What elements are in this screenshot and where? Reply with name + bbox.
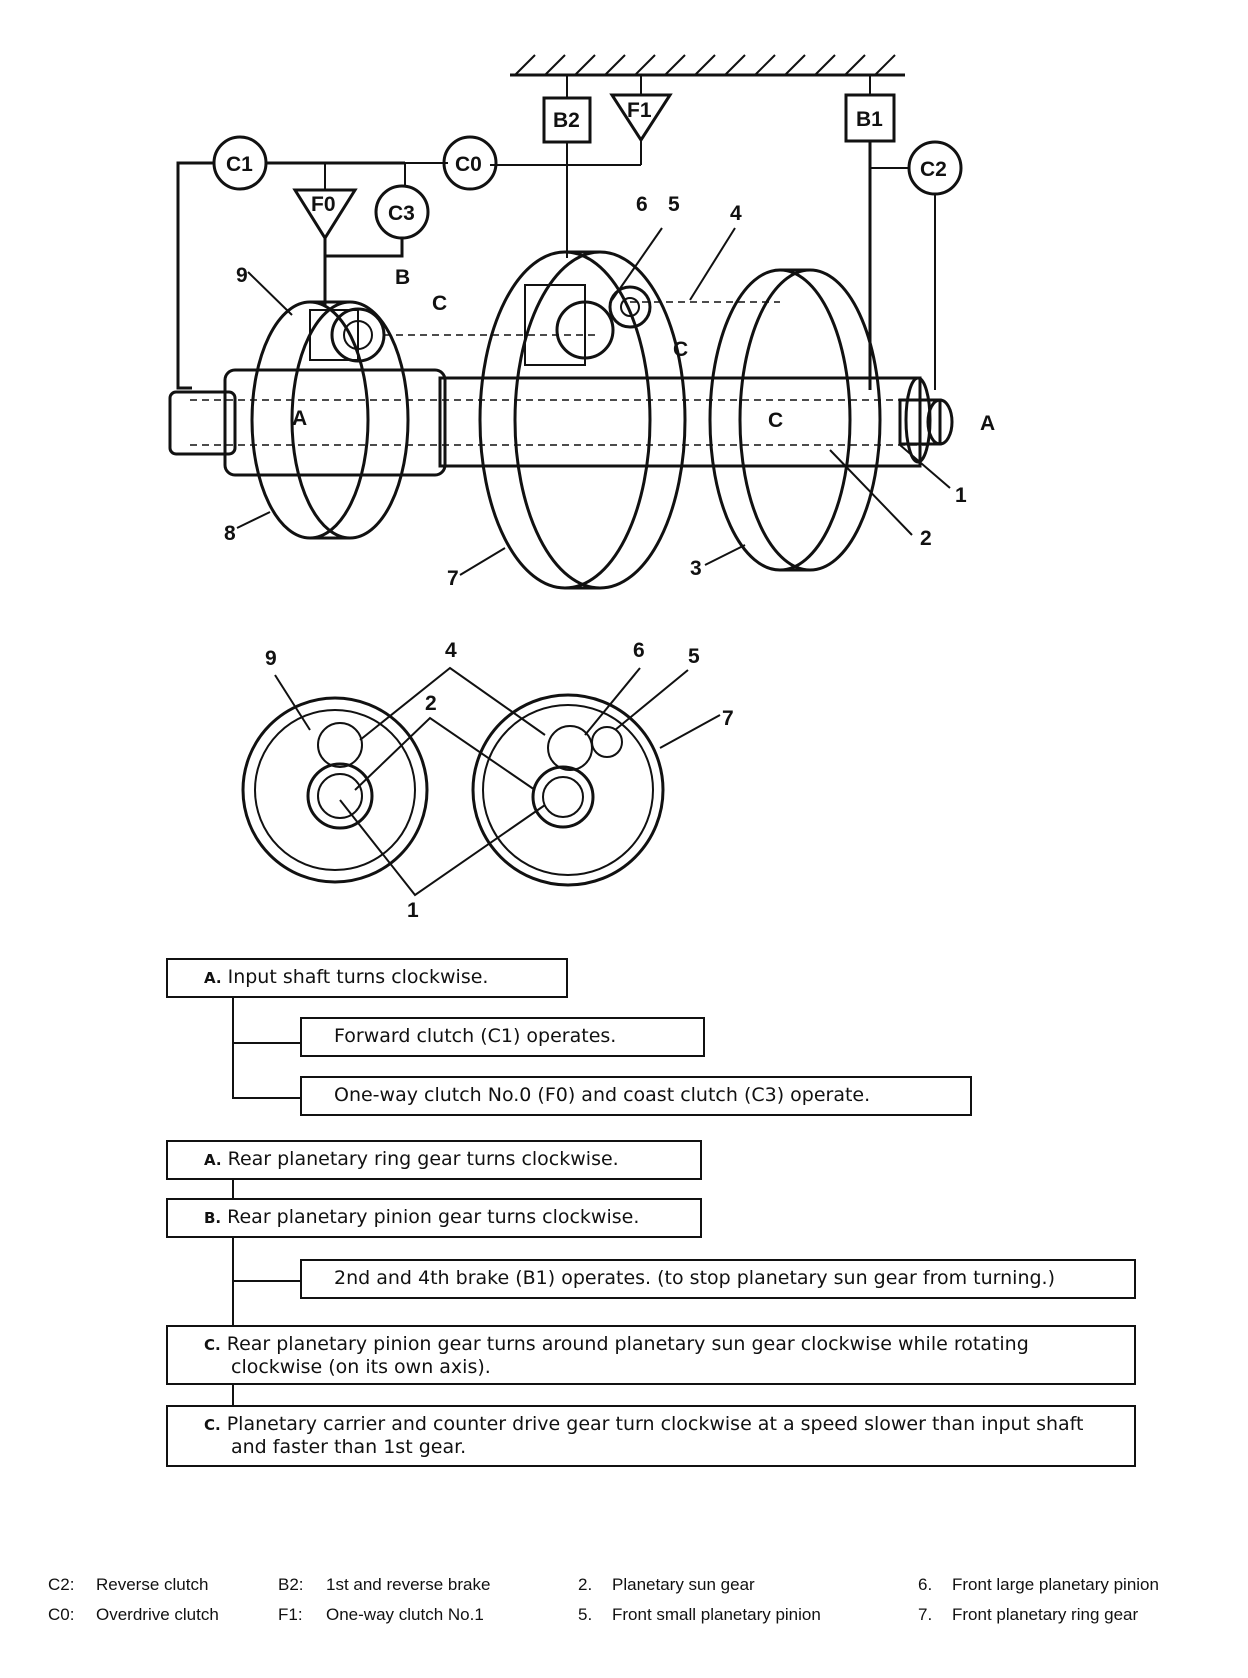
- legend-label: Front small planetary pinion: [612, 1605, 821, 1624]
- callout-end-6: 6: [633, 639, 645, 662]
- flow-connector-2: [232, 1180, 234, 1200]
- b1-label: B1: [856, 108, 883, 131]
- callout-1: 1: [955, 484, 967, 507]
- legend-code: 7.: [918, 1605, 933, 1624]
- legend-code: 6.: [918, 1575, 933, 1594]
- legend-item: 5. Front small planetary pinion: [578, 1605, 821, 1635]
- c2-label: C2: [920, 158, 947, 181]
- callout-c-front: C: [673, 338, 688, 361]
- front-small-pinion: [608, 285, 652, 329]
- legend-label: Planetary sun gear: [612, 1575, 755, 1594]
- flow-step-brake-b1: 2nd and 4th brake (B1) operates. (to sto…: [300, 1259, 1136, 1299]
- callout-b: B: [395, 266, 410, 289]
- c3-label: C3: [388, 202, 415, 225]
- callout-4: 4: [730, 202, 742, 225]
- flow-step-text: Forward clutch (C1) operates.: [334, 1025, 617, 1047]
- legend-code: B2:: [278, 1575, 304, 1594]
- legend-code: C2:: [48, 1575, 75, 1594]
- flow-connector-3: [232, 1238, 234, 1328]
- flow-branch-3: [232, 1280, 300, 1282]
- flow-connector-1: [232, 998, 234, 1098]
- flow-step-rear-pinion: B. Rear planetary pinion gear turns clock…: [166, 1198, 702, 1238]
- flow-branch-1: [232, 1042, 300, 1044]
- legend-item: B2: 1st and reverse brake: [278, 1575, 490, 1605]
- f0-label: F0: [311, 193, 336, 216]
- flow-step-text: Rear planetary pinion gear turns around …: [226, 1333, 1029, 1378]
- callout-end-7: 7: [722, 707, 734, 730]
- callout-c-rear: C: [432, 292, 447, 315]
- flow-branch-2: [232, 1097, 300, 1099]
- flow-step-key: A.: [204, 1151, 222, 1169]
- legend-code: C0:: [48, 1605, 75, 1624]
- flow-step-key: A.: [204, 969, 222, 987]
- legend-label: Front large planetary pinion: [952, 1575, 1159, 1594]
- legend-label: Reverse clutch: [96, 1575, 209, 1594]
- counter-drive-disc: [708, 268, 882, 572]
- legend-label: Front planetary ring gear: [952, 1605, 1139, 1624]
- end-view-rear: [241, 696, 429, 884]
- callout-5: 5: [668, 193, 680, 216]
- rear-ring-gear: [250, 300, 410, 540]
- flow-step-forward-clutch: Forward clutch (C1) operates.: [300, 1017, 705, 1057]
- callout-a-input: A: [980, 412, 995, 435]
- callout-end-9: 9: [265, 647, 277, 670]
- ground-hatch: [510, 54, 905, 77]
- legend-code: 5.: [578, 1605, 593, 1624]
- flow-connector-4: [232, 1385, 234, 1407]
- flow-step-text: 2nd and 4th brake (B1) operates. (to sto…: [334, 1267, 1056, 1289]
- callout-a-rear: A: [292, 407, 307, 430]
- legend-code: 2.: [578, 1575, 593, 1594]
- flow-step-text: Input shaft turns clockwise.: [227, 966, 489, 988]
- flow-step-pinion-around-sun: C. Rear planetary pinion gear turns aroun…: [166, 1325, 1136, 1385]
- end-view-front: [471, 693, 665, 887]
- legend-code: F1:: [278, 1605, 303, 1624]
- c0-label: C0: [455, 153, 482, 176]
- flow-step-one-way-clutch: One-way clutch No.0 (F0) and coast clutc…: [300, 1076, 972, 1116]
- legend-label: Overdrive clutch: [96, 1605, 219, 1624]
- flow-step-carrier-output: C. Planetary carrier and counter drive ge…: [166, 1405, 1136, 1467]
- callout-3: 3: [690, 557, 702, 580]
- legend-item: C0: Overdrive clutch: [48, 1605, 219, 1635]
- f1-label: F1: [627, 99, 652, 122]
- flow-step-input-shaft: A. Input shaft turns clockwise.: [166, 958, 568, 998]
- flow-step-text: Rear planetary ring gear turns clockwise…: [227, 1148, 619, 1170]
- callout-end-1: 1: [407, 899, 419, 922]
- flow-step-key: C.: [204, 1416, 221, 1434]
- callout-end-4: 4: [445, 639, 457, 662]
- flow-step-text: One-way clutch No.0 (F0) and coast clutc…: [334, 1084, 871, 1106]
- callout-c-disc: C: [768, 409, 783, 432]
- callout-7: 7: [447, 567, 459, 590]
- callout-end-5: 5: [688, 645, 700, 668]
- callout-2: 2: [920, 527, 932, 550]
- c1-label: C1: [226, 153, 253, 176]
- flow-step-text: Planetary carrier and counter drive gear…: [226, 1413, 1084, 1458]
- legend-label: One-way clutch No.1: [326, 1605, 484, 1624]
- legend-item: 2. Planetary sun gear: [578, 1575, 821, 1605]
- callout-8: 8: [224, 522, 236, 545]
- callout-9: 9: [236, 264, 248, 287]
- flow-step-key: C.: [204, 1336, 221, 1354]
- legend-item: C2: Reverse clutch: [48, 1575, 219, 1605]
- flow-step-rear-ring-gear: A. Rear planetary ring gear turns clockwi…: [166, 1140, 702, 1180]
- flow-step-key: B.: [204, 1209, 222, 1227]
- front-ring-gear: [478, 250, 687, 590]
- callout-end-2: 2: [425, 692, 437, 715]
- flow-step-text: Rear planetary pinion gear turns clockwi…: [227, 1206, 640, 1228]
- f0-triangle: [292, 188, 358, 241]
- legend-label: 1st and reverse brake: [326, 1575, 491, 1594]
- callout-6: 6: [636, 193, 648, 216]
- legend-item: F1: One-way clutch No.1: [278, 1605, 490, 1635]
- main-shaft: [168, 368, 954, 477]
- f1-triangle: [609, 93, 673, 143]
- c0-circle: [442, 135, 498, 191]
- legend-item: 6. Front large planetary pinion: [918, 1575, 1159, 1605]
- legend-item: 7. Front planetary ring gear: [918, 1605, 1159, 1635]
- b2-label: B2: [553, 109, 580, 132]
